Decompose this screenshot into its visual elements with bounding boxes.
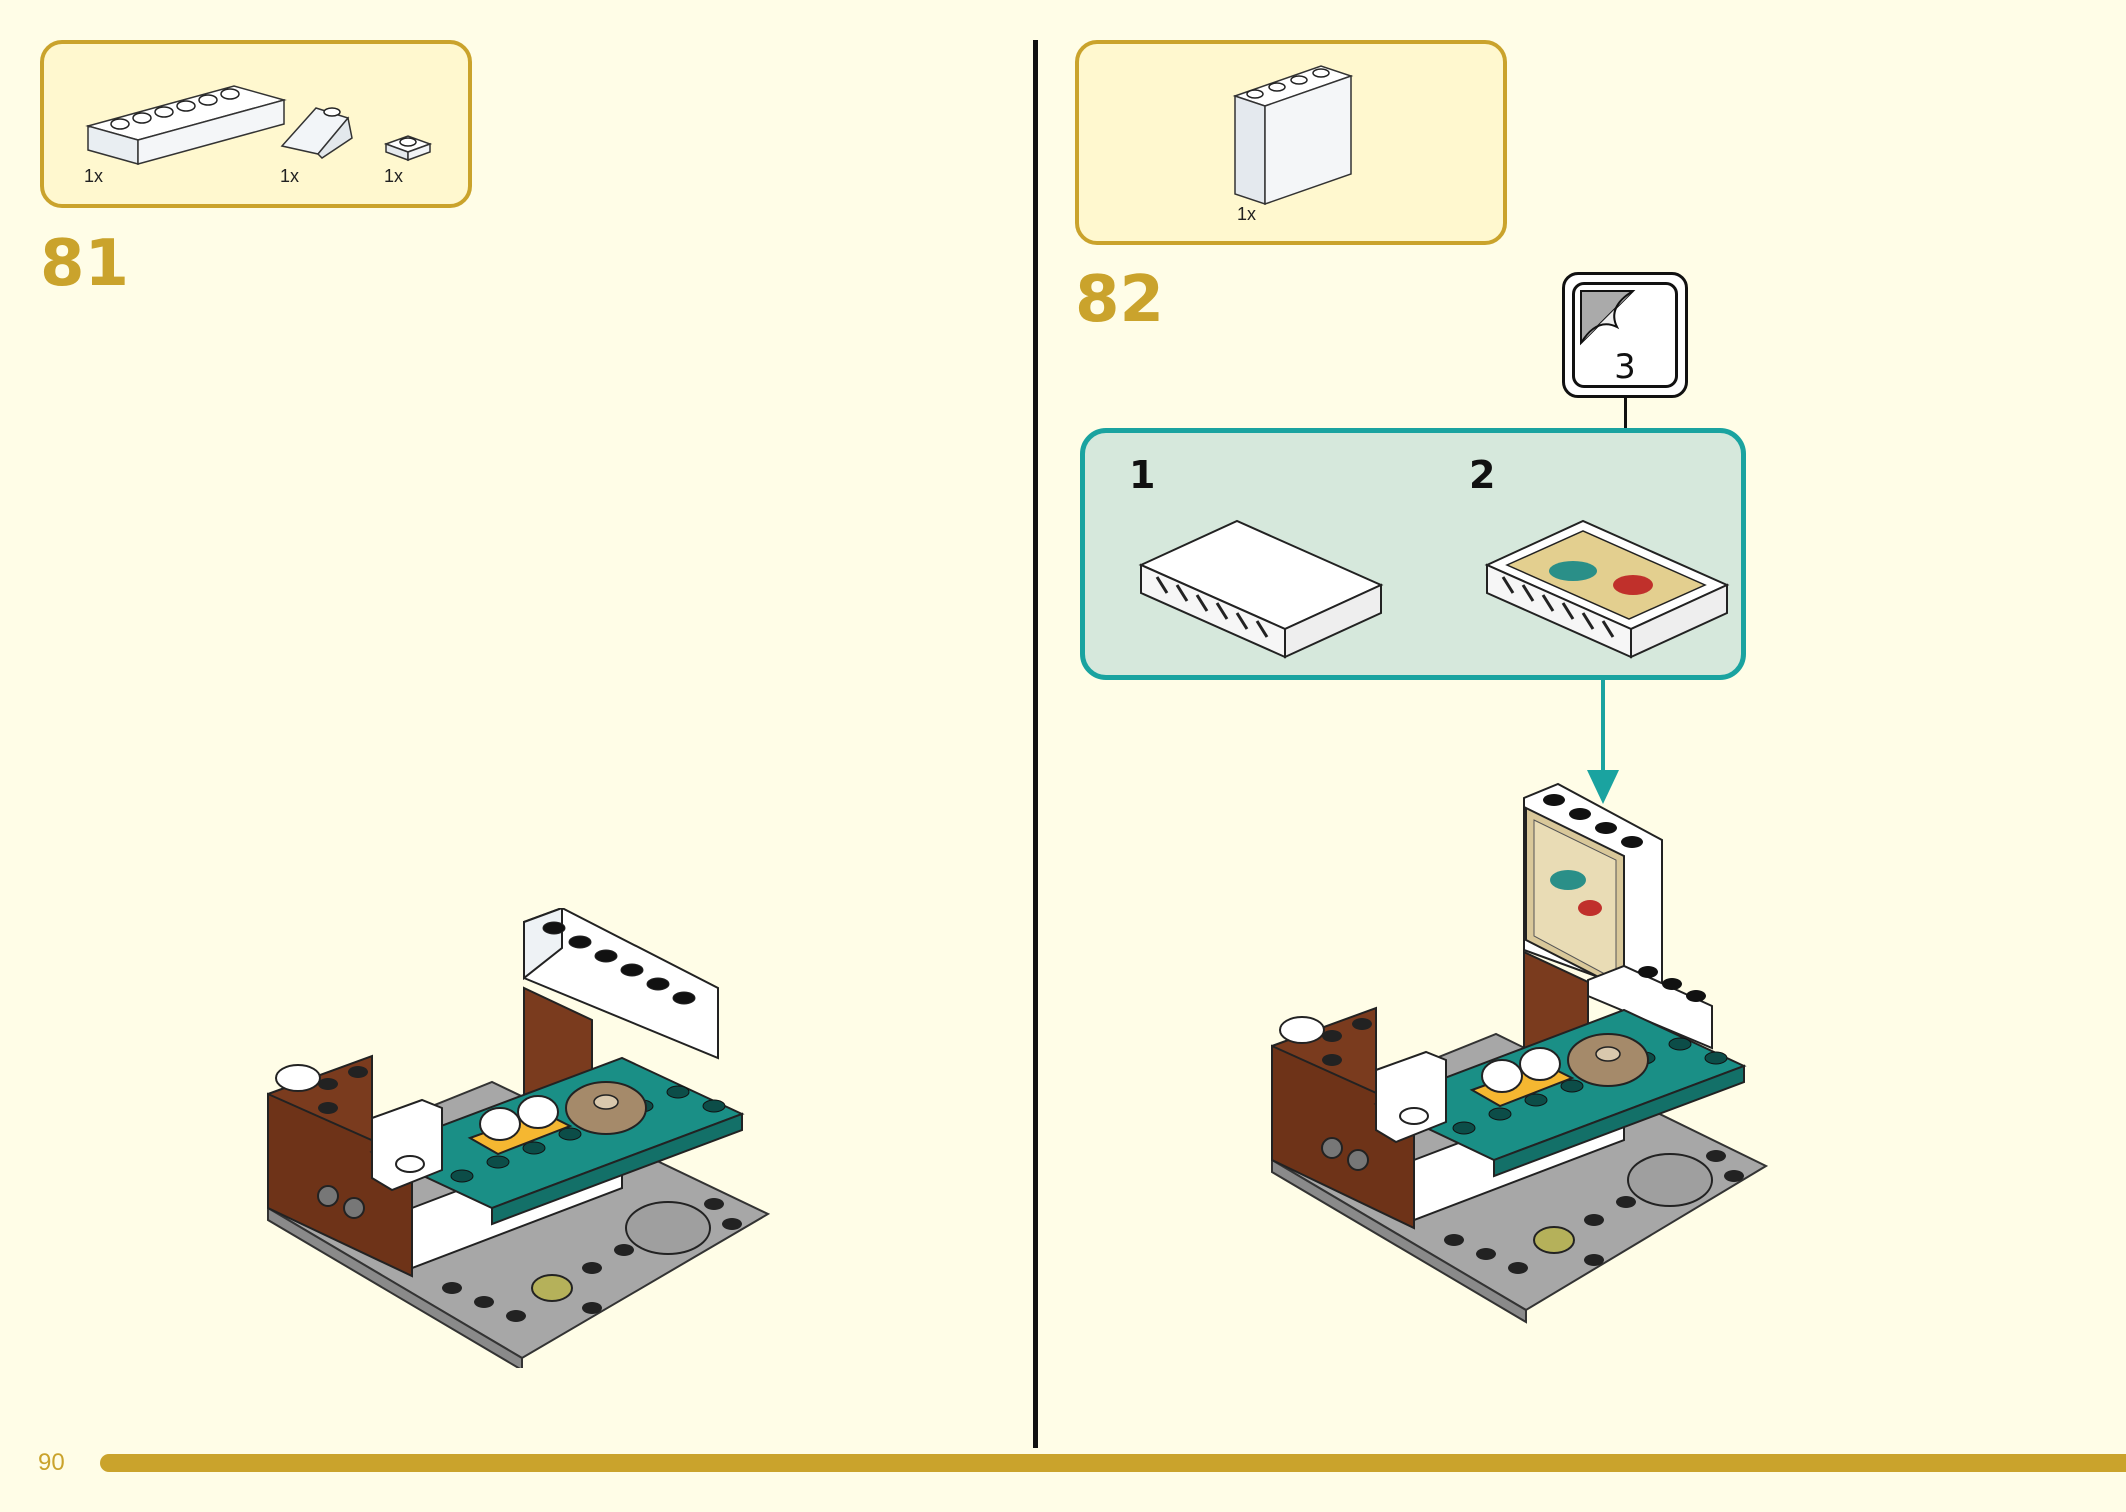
sub-step-label: 2 [1469, 453, 1496, 497]
part-qty: 1x [1237, 204, 1257, 224]
footer-progress-bar [100, 1454, 2126, 1472]
assembly-arrow-line [1601, 680, 1605, 774]
step-number-81: 81 [40, 227, 130, 301]
white-tile-2x4-icon [1138, 519, 1384, 659]
step-number-82: 82 [1075, 263, 1165, 337]
white-brick-1x6-icon [85, 85, 287, 165]
sticker-callout: 3 [1562, 272, 1688, 398]
part-qty: 1x [84, 166, 104, 186]
parts-callout-step-82: 1x [1075, 40, 1507, 245]
part-qty: 1x [280, 166, 300, 186]
white-brick-1x4x3-icon [1232, 65, 1354, 206]
model-assembly-step-82-icon [1271, 782, 1768, 1324]
sub-step-callout: 1 2 [1080, 428, 1746, 680]
arrow-down-icon [1587, 770, 1619, 804]
page-number: 90 [38, 1449, 65, 1476]
sticker-peel-icon [1580, 290, 1636, 346]
model-assembly-step-81-icon [267, 908, 771, 1368]
parts-callout-step-81: 1x 1x 1x [40, 40, 472, 208]
sticker-number: 3 [1614, 347, 1636, 387]
printed-tile-2x4-icon [1484, 519, 1730, 659]
sticker-frame [1572, 282, 1678, 388]
white-slope-1x2-icon [280, 107, 353, 159]
page-divider [1033, 40, 1038, 1448]
white-plate-1x1-icon [383, 135, 433, 162]
sub-step-label: 1 [1129, 453, 1156, 497]
part-qty: 1x [384, 166, 404, 186]
